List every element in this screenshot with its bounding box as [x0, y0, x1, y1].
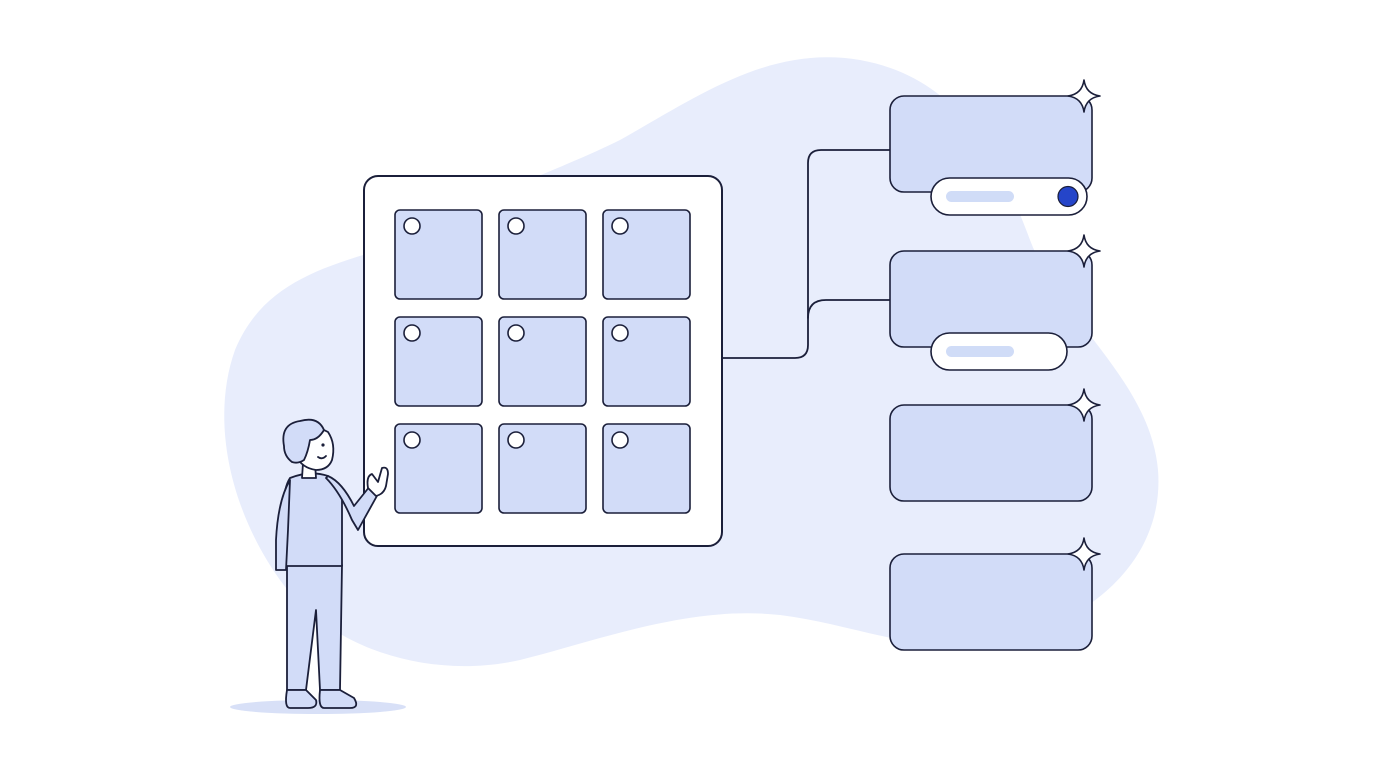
grid-tile: [498, 316, 587, 407]
person-arm-back: [275, 479, 291, 571]
person-smile: [317, 455, 327, 460]
sparkle-icon: [1067, 79, 1101, 113]
info-card: [889, 234, 1101, 371]
connector-line-second: [807, 299, 891, 319]
circle-marker: [403, 324, 421, 342]
info-card-body: [889, 404, 1093, 502]
grid-tile: [602, 316, 691, 407]
circle-marker: [403, 217, 421, 235]
grid-tile: [394, 316, 483, 407]
circle-marker: [403, 431, 421, 449]
info-card: [889, 79, 1101, 216]
circle-marker: [507, 217, 525, 235]
sparkle-icon: [1067, 537, 1101, 571]
grid-tile: [498, 209, 587, 300]
pill-bar: [946, 191, 1014, 202]
person-hair: [282, 418, 325, 464]
pill-bar: [946, 346, 1014, 357]
connector-lines: [721, 149, 891, 359]
person-eye: [321, 443, 325, 447]
connector-line-top: [721, 149, 891, 359]
grid-tile: [602, 423, 691, 514]
person-shoe-left: [285, 689, 318, 709]
sparkle-icon: [1067, 234, 1101, 268]
person-figure: [230, 418, 406, 714]
info-card: [889, 388, 1101, 502]
grid-tile: [602, 209, 691, 300]
person-legs: [286, 564, 343, 691]
circle-marker: [611, 217, 629, 235]
circle-marker: [507, 431, 525, 449]
circle-marker: [611, 324, 629, 342]
grid-tile: [394, 423, 483, 514]
grid-panel: [363, 175, 723, 547]
info-card-body: [889, 553, 1093, 651]
person-hand: [366, 466, 389, 497]
card-stack: [889, 79, 1101, 651]
grid-tiles: [394, 209, 691, 514]
grid-tile: [498, 423, 587, 514]
circle-marker: [507, 324, 525, 342]
info-card: [889, 537, 1101, 651]
ground-shadow: [230, 700, 406, 714]
status-dot: [1057, 185, 1079, 208]
circle-marker: [611, 431, 629, 449]
grid-tile: [394, 209, 483, 300]
sparkle-icon: [1067, 388, 1101, 422]
person-shoe-right: [318, 689, 358, 709]
